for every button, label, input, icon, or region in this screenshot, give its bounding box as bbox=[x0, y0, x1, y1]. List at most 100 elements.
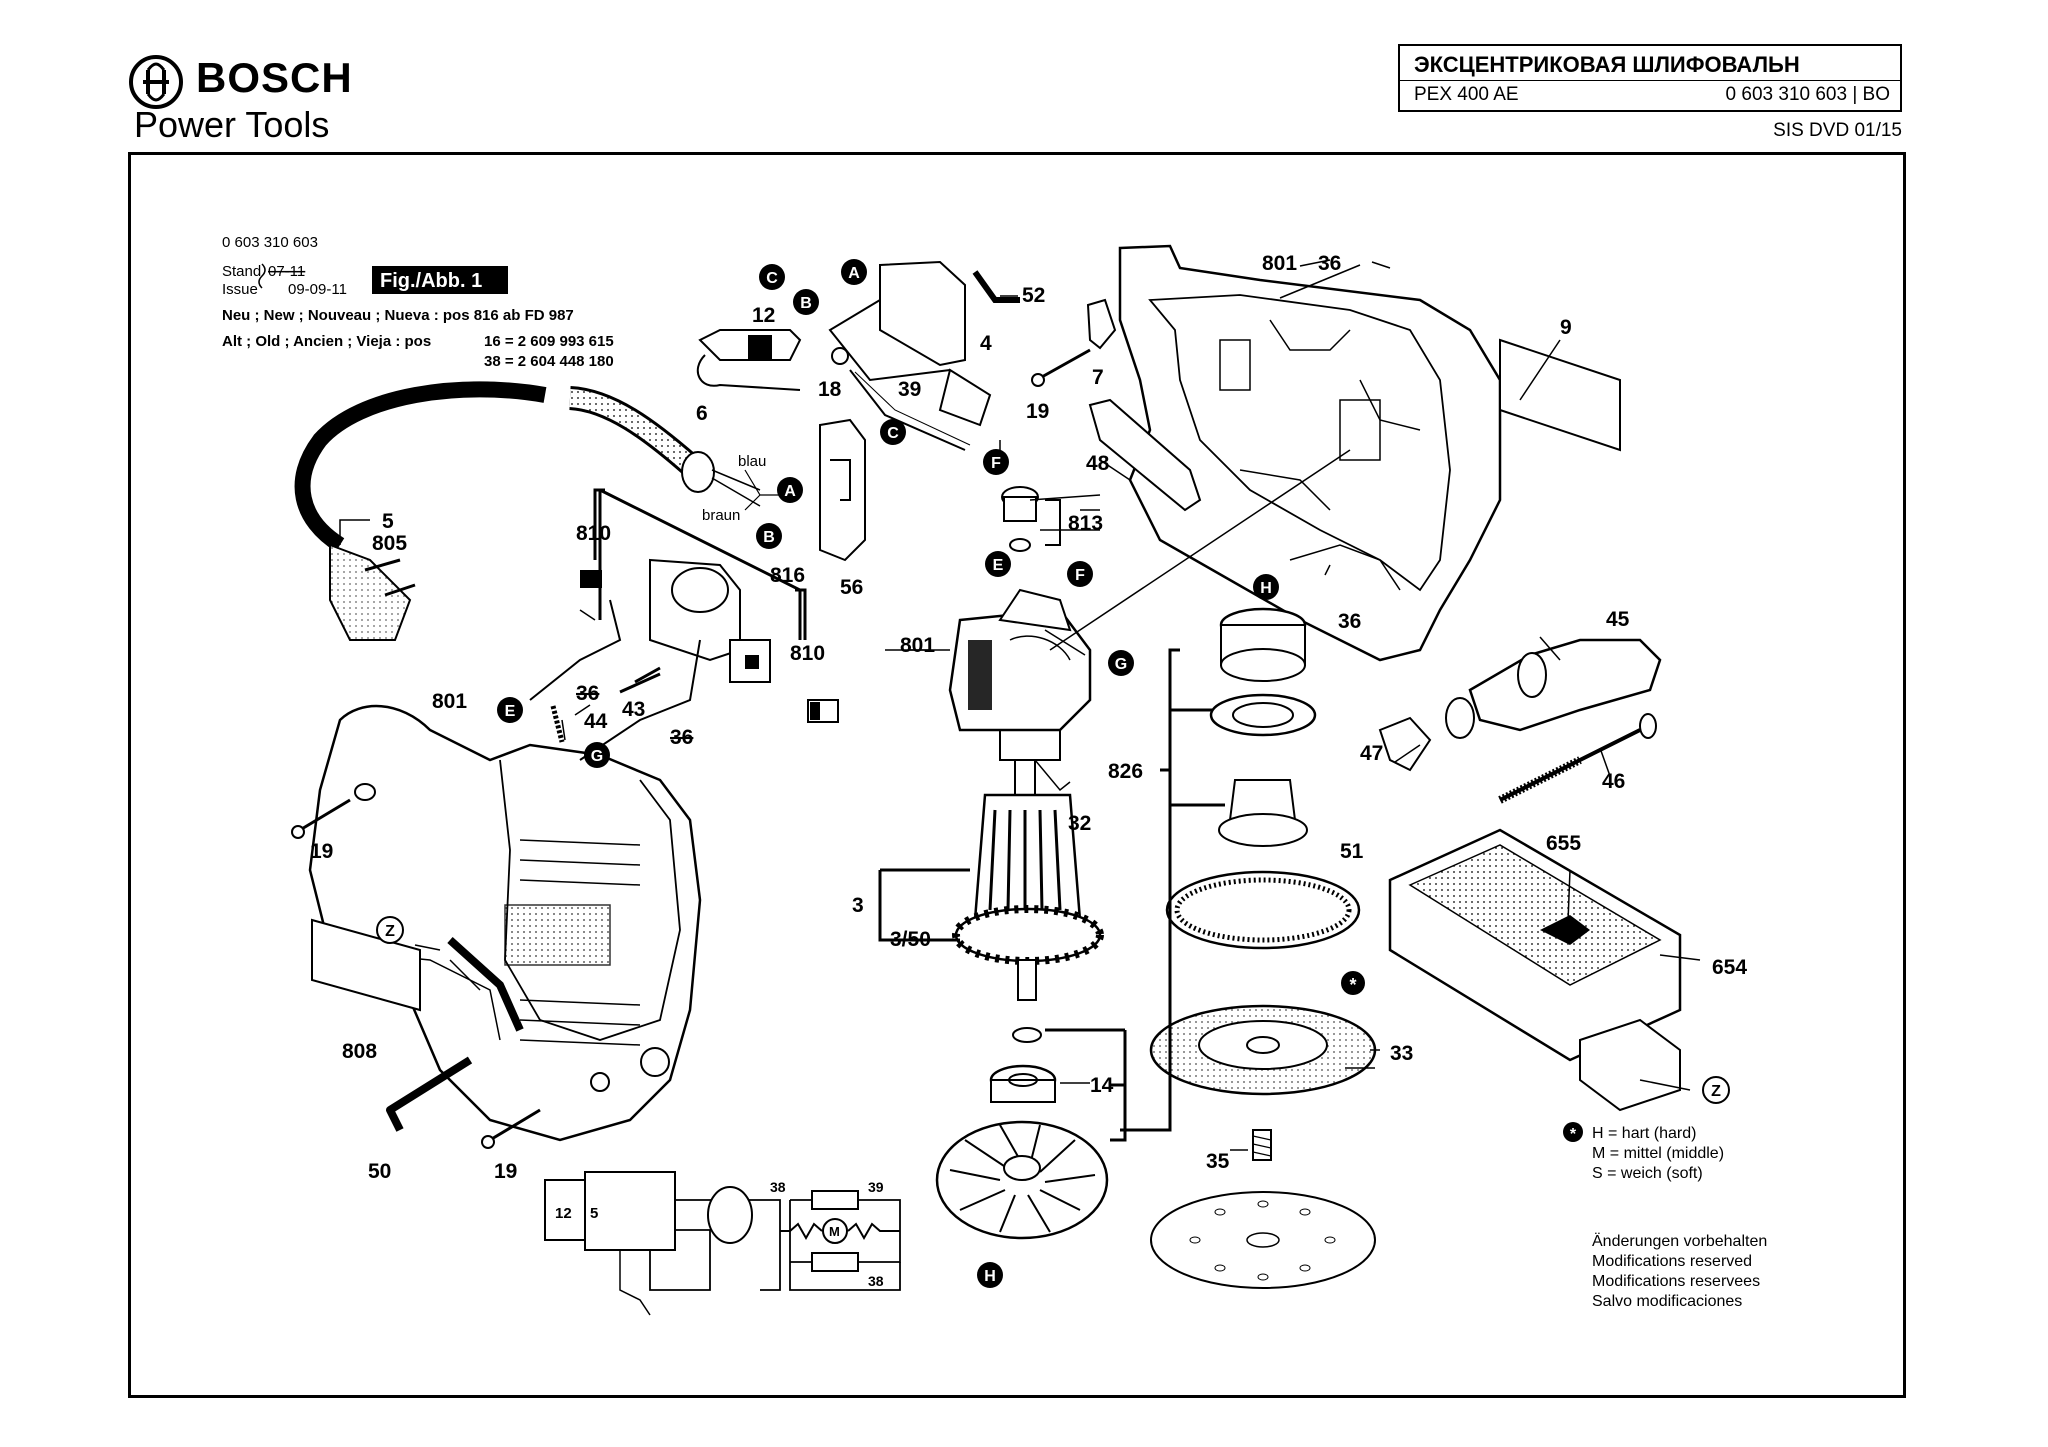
callout-3-50: 3/50 bbox=[890, 928, 931, 951]
svg-text:E: E bbox=[993, 557, 1004, 574]
callout-32: 32 bbox=[1068, 812, 1091, 835]
fan-wheel bbox=[935, 1120, 1109, 1240]
bearing-14 bbox=[989, 1064, 1057, 1103]
marker-h-1: H bbox=[1253, 574, 1279, 600]
callout-56: 56 bbox=[840, 576, 863, 599]
document-title: ЭКСЦЕНТРИКОВАЯ ШЛИФОВАЛЬН bbox=[1414, 52, 1800, 77]
old-note: Alt ; Old ; Ancien ; Vieja : pos bbox=[222, 333, 431, 350]
callout-3: 3 bbox=[852, 894, 864, 917]
bearing-top bbox=[1001, 486, 1039, 552]
stand-label: Stand bbox=[222, 263, 261, 280]
power-cable bbox=[294, 381, 761, 552]
motor-stator bbox=[948, 588, 1092, 761]
callout-805: 805 bbox=[372, 532, 407, 555]
svg-text:E: E bbox=[505, 703, 516, 720]
svg-text:F: F bbox=[991, 455, 1001, 472]
schematic-39: 39 bbox=[868, 1179, 884, 1195]
marker-a-1: A bbox=[841, 259, 867, 285]
bracket-826 bbox=[1120, 648, 1225, 1132]
schematic-5: 5 bbox=[590, 1205, 598, 1222]
svg-text:A: A bbox=[848, 265, 860, 282]
stand-value: 07-11 bbox=[268, 263, 305, 280]
document-model: PEX 400 AE bbox=[1414, 84, 1519, 105]
callout-655: 655 bbox=[1546, 832, 1581, 855]
marker-b-1: B bbox=[793, 289, 819, 315]
document-title-box: ЭКСЦЕНТРИКОВАЯ ШЛИФОВАЛЬН PEX 400 AE 0 6… bbox=[1398, 44, 1902, 112]
svg-text:Z: Z bbox=[1711, 1083, 1721, 1100]
svg-text:B: B bbox=[800, 295, 812, 312]
housing-right-half bbox=[1118, 244, 1502, 662]
callout-12: 12 bbox=[752, 304, 775, 327]
callout-6: 6 bbox=[696, 402, 708, 425]
marker-c-1: C bbox=[759, 264, 785, 290]
new-note: Neu ; New ; Nouveau ; Nueva : pos 816 ab… bbox=[222, 307, 574, 324]
drawing-frame bbox=[128, 152, 1906, 1398]
sanding-pad-33 bbox=[1149, 1004, 1377, 1096]
callout-35: 35 bbox=[1206, 1150, 1230, 1173]
label-9 bbox=[1499, 338, 1621, 452]
svg-text:B: B bbox=[763, 529, 775, 546]
marker-a-2: A bbox=[777, 477, 803, 503]
note-line-4: Salvo modificaciones bbox=[1592, 1293, 1742, 1310]
callout-810-right: 810 bbox=[790, 642, 825, 665]
callout-46: 46 bbox=[1602, 770, 1625, 793]
wire-label-blue: blau bbox=[738, 453, 766, 470]
callout-9: 9 bbox=[1560, 316, 1572, 339]
bolt-46 bbox=[1498, 713, 1657, 804]
legend-soft: S = weich (soft) bbox=[1592, 1165, 1703, 1182]
document-part-number: 0 603 310 603 | BO bbox=[1725, 84, 1890, 105]
marker-f-2: F bbox=[1067, 561, 1093, 587]
callout-808: 808 bbox=[342, 1040, 377, 1063]
bracket-810 bbox=[593, 488, 807, 640]
bearing-826-set bbox=[1209, 607, 1317, 847]
callout-14: 14 bbox=[1090, 1074, 1114, 1097]
wire-tags: blau braun bbox=[702, 453, 790, 524]
bosch-armature-icon bbox=[129, 55, 183, 109]
legend-medium: M = mittel (middle) bbox=[1592, 1145, 1724, 1162]
marker-f-1: F bbox=[983, 449, 1009, 475]
marker-e-2: E bbox=[497, 697, 523, 723]
marker-z-2: Z bbox=[1702, 1076, 1730, 1104]
title-divider bbox=[1400, 80, 1900, 81]
note-line-1: Änderungen vorbehalten bbox=[1592, 1232, 1767, 1250]
screw-35 bbox=[1252, 1129, 1272, 1161]
callout-36-top: 36 bbox=[1318, 252, 1341, 275]
callout-7: 7 bbox=[1092, 366, 1104, 389]
callout-19-bottom: 19 bbox=[494, 1160, 517, 1183]
marker-z-1: Z bbox=[376, 916, 404, 944]
brand-subtitle: Power Tools bbox=[134, 104, 330, 145]
svg-text:C: C bbox=[766, 270, 778, 287]
issue-label: Issue bbox=[222, 281, 258, 298]
note-line-3: Modifications reservees bbox=[1592, 1273, 1760, 1290]
svg-text:F: F bbox=[1075, 567, 1085, 584]
svg-text:H: H bbox=[984, 1268, 996, 1285]
cover-56 bbox=[819, 418, 866, 562]
dust-guard-48 bbox=[1088, 398, 1202, 512]
callout-19-left: 19 bbox=[310, 840, 333, 863]
sanding-sheet bbox=[1150, 1191, 1376, 1289]
issue-value: 09-09-11 bbox=[288, 281, 347, 298]
screws bbox=[291, 348, 1091, 1149]
svg-text:A: A bbox=[784, 483, 796, 500]
marker-b-2: B bbox=[756, 523, 782, 549]
callout-33: 33 bbox=[1390, 1042, 1413, 1065]
schematic-motor: M bbox=[829, 1224, 840, 1239]
wiring-schematic bbox=[544, 1171, 901, 1316]
marker-g-1: G bbox=[1108, 650, 1134, 676]
callout-813: 813 bbox=[1068, 512, 1103, 535]
callout-44: 44 bbox=[584, 710, 608, 733]
callout-5: 5 bbox=[382, 510, 394, 533]
callout-810-top: 810 bbox=[576, 522, 611, 545]
dust-box-654 bbox=[1388, 828, 1682, 1112]
callout-52: 52 bbox=[1022, 284, 1045, 307]
electronic-module bbox=[529, 488, 839, 761]
wing-nut-47 bbox=[1378, 716, 1432, 772]
marker-c-2: C bbox=[880, 419, 906, 445]
switch-assembly bbox=[696, 260, 1020, 451]
marker-star-1: * bbox=[1341, 971, 1365, 995]
callout-43: 43 bbox=[622, 698, 645, 721]
figure-part-number: 0 603 310 603 bbox=[222, 234, 318, 251]
callout-654: 654 bbox=[1712, 956, 1747, 979]
leader-lines bbox=[339, 259, 1701, 1151]
callout-36-left: 36 bbox=[576, 682, 599, 705]
